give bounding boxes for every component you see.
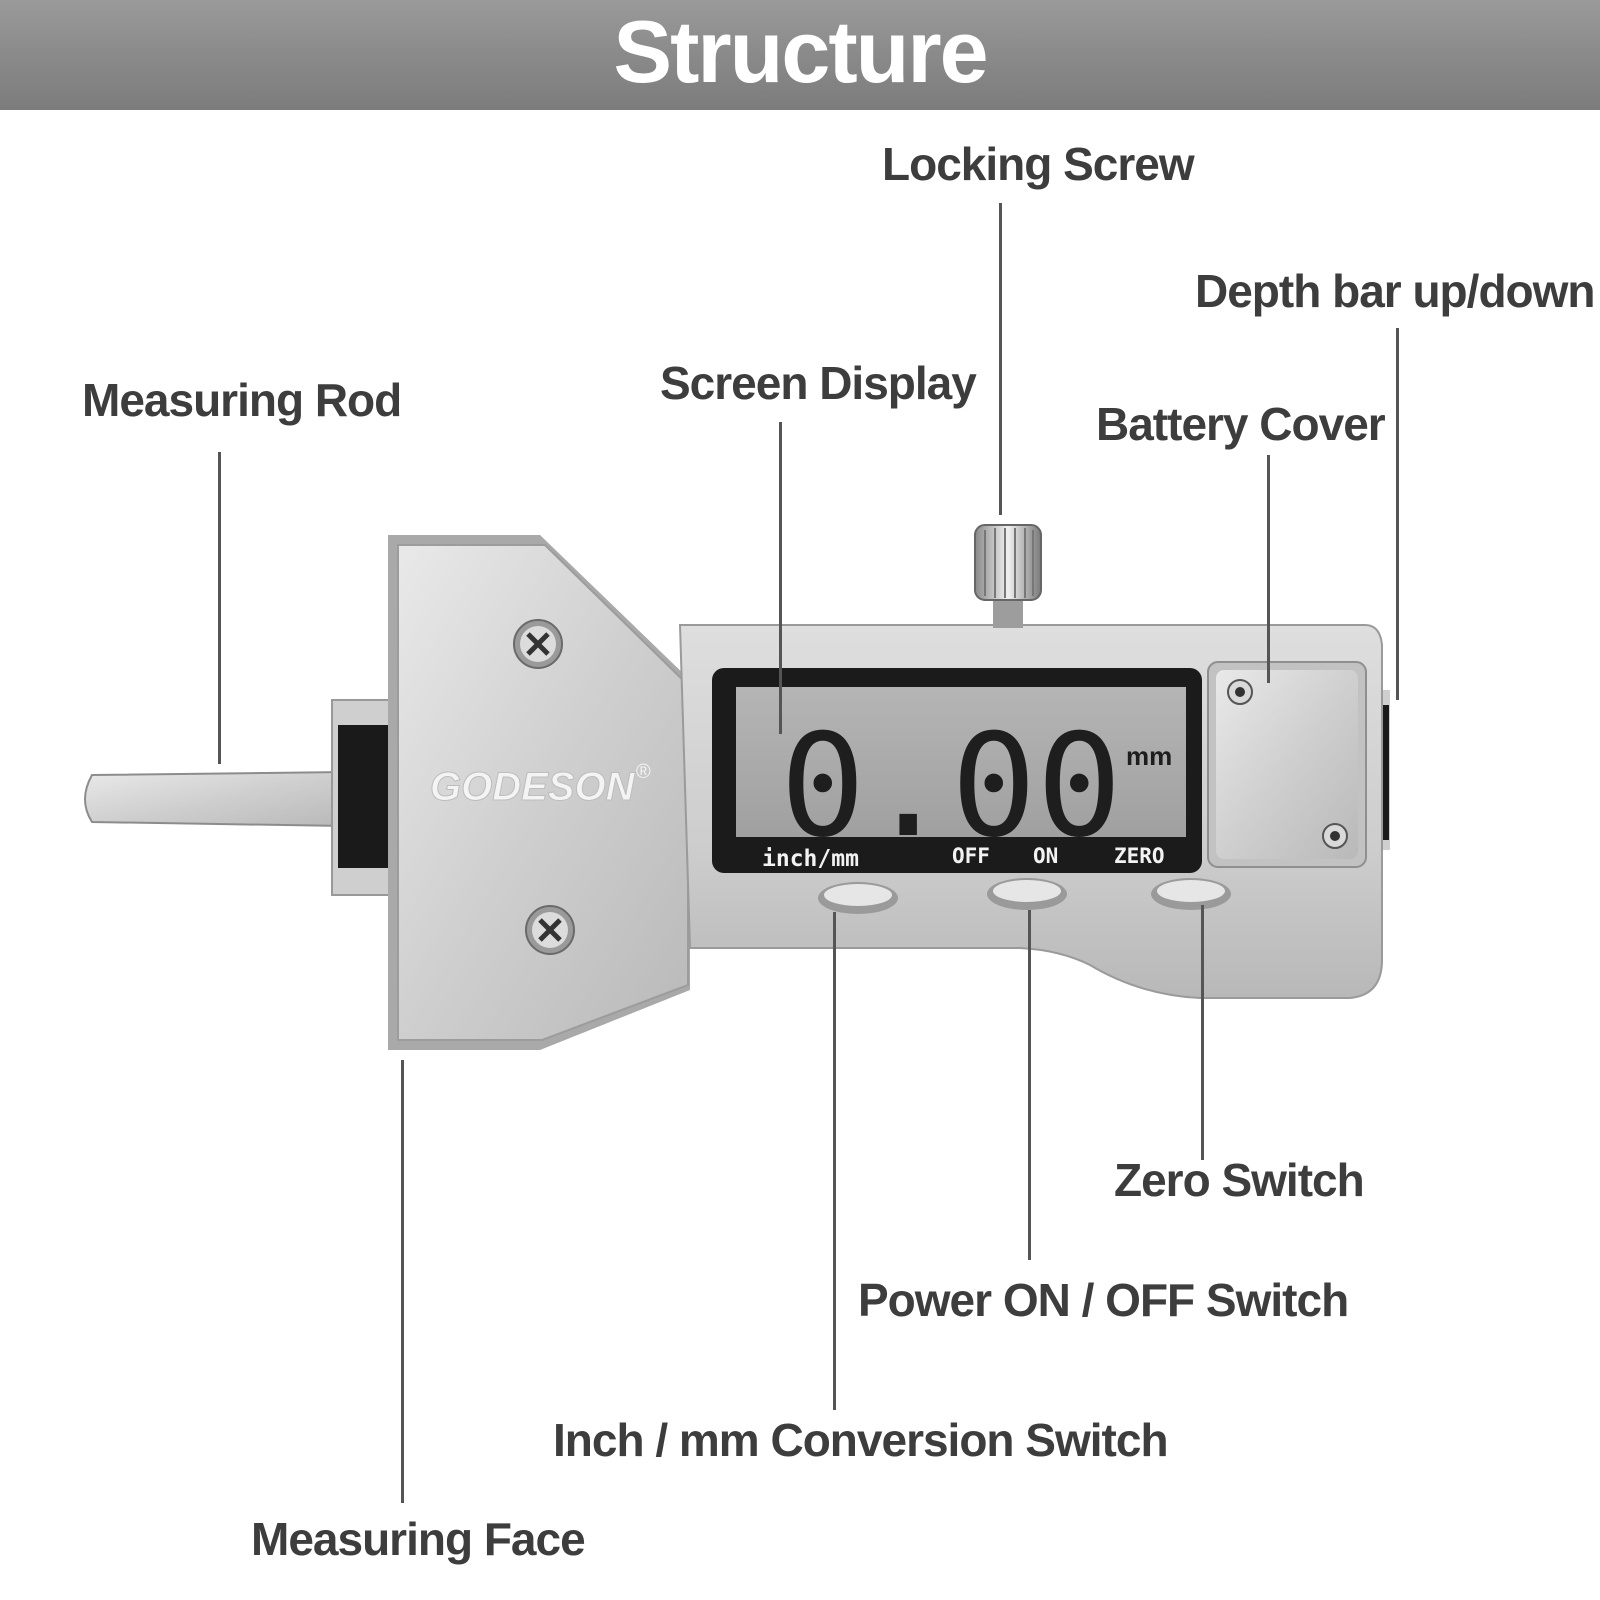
head-screw-bottom [525,905,575,955]
label-zero-switch: Zero Switch [1114,1154,1365,1206]
brand-logo: GODESON [430,765,636,809]
label-measuring-face: Measuring Face [251,1513,586,1565]
battery-cover [1207,661,1367,868]
leader-zero-switch [1201,905,1204,1160]
label-power-switch: Power ON / OFF Switch [858,1274,1349,1326]
leader-locking-screw [999,203,1002,515]
label-on-button: ON [1033,844,1058,868]
measuring-rod [84,770,346,828]
head-screw-top [513,619,563,669]
label-screen-display: Screen Display [660,357,977,409]
head-plate [397,544,689,1041]
label-battery-cover: Battery Cover [1096,398,1386,450]
button-zero[interactable] [1151,878,1231,910]
leader-measuring-face [401,1060,404,1503]
leader-inch-mm-switch [833,912,836,1410]
label-depth-bar: Depth bar up/down [1195,265,1596,317]
brand-registered-mark: ® [636,761,651,783]
button-inch-mm[interactable] [818,882,898,914]
leader-power-switch [1028,910,1031,1260]
header-title: Structure [613,2,988,101]
button-on-off[interactable] [987,878,1067,910]
locking-screw [974,524,1042,628]
label-inch-mm-button: inch/mm [762,846,859,872]
leader-depth-bar [1396,328,1399,700]
lcd-screen [736,687,1186,837]
leader-screen-display [779,422,782,734]
lcd-unit: mm [1126,741,1172,771]
label-off-button: OFF [952,844,990,868]
header-banner: Structure [0,0,1600,110]
leader-battery-cover [1267,455,1270,683]
label-inch-mm-switch: Inch / mm Conversion Switch [553,1414,1169,1466]
leader-measuring-rod [218,452,221,764]
label-zero-button: ZERO [1114,844,1165,868]
lcd-reading: 0.00 [780,704,1122,869]
label-measuring-rod: Measuring Rod [82,374,402,426]
label-locking-screw: Locking Screw [882,138,1195,190]
